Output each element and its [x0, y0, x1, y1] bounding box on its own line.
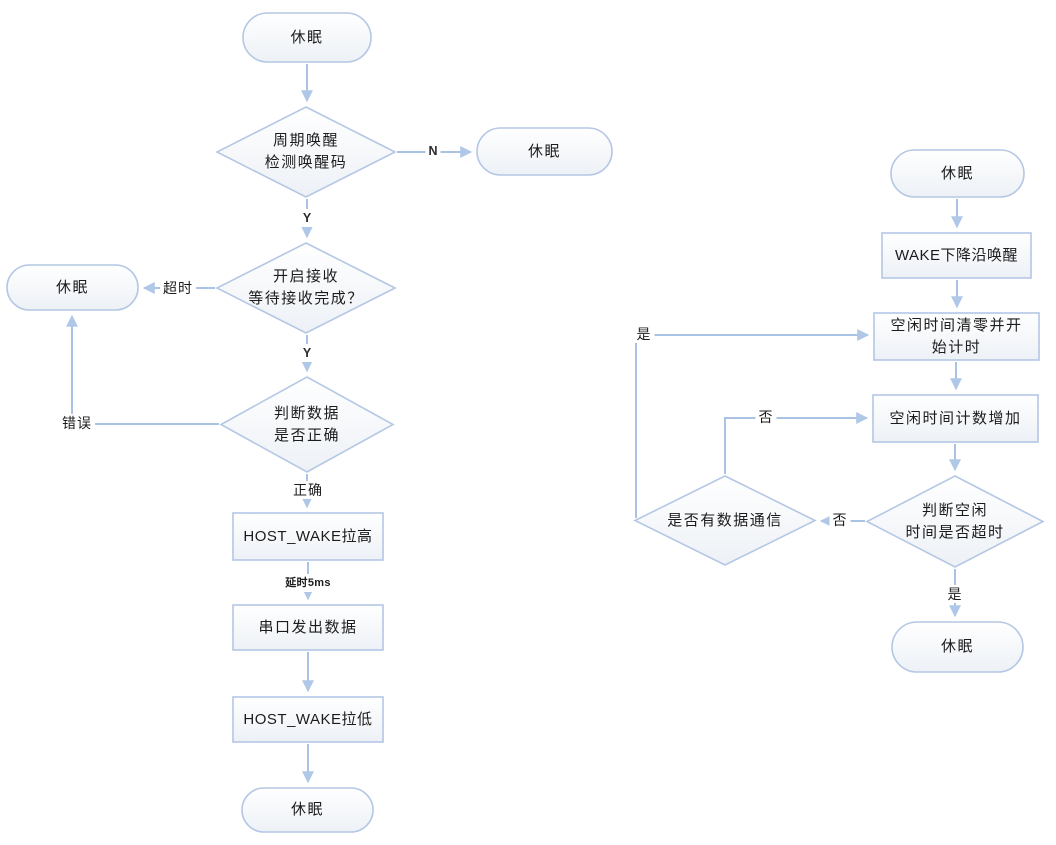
left-sleep-after-timeout-shape [6, 264, 139, 311]
left-decision-receive-shape [215, 242, 397, 334]
right-decision-timeout-shape [865, 475, 1045, 568]
edge-label-correct: 正确 [290, 481, 326, 499]
left-sleep-after-n-shape [476, 127, 613, 176]
edge-label-y1: Y [299, 209, 315, 227]
edge-label-no-2: 否 [755, 408, 777, 426]
left-decision-wake-shape [215, 106, 397, 198]
right-decision-comm-shape [633, 475, 817, 566]
edge-r-comm-no-to-increment [724, 412, 869, 474]
right-end-shape [891, 621, 1024, 673]
edge-label-y2: Y [299, 344, 315, 362]
left-start-shape [242, 12, 372, 63]
right-process-increment-shape [872, 394, 1039, 443]
left-process-uart-shape [232, 604, 384, 651]
edge-label-no-1: 否 [829, 511, 851, 529]
edge-label-error: 错误 [59, 414, 95, 432]
right-start-shape [890, 149, 1025, 198]
edge-label-timeout: 超时 [160, 279, 196, 297]
edge-label-yes-1: 是 [633, 325, 655, 343]
left-process-host-low-shape [232, 696, 384, 743]
left-decision-data-shape [219, 376, 395, 473]
left-end-shape [241, 787, 374, 833]
right-process-reset-shape [873, 312, 1040, 361]
edge-label-delay: 延时5ms [282, 574, 334, 592]
right-process-wake-shape [881, 232, 1032, 279]
edge-label-n: N [425, 142, 441, 160]
edge-data-error-to-sleep [66, 314, 219, 425]
left-process-host-high-shape [232, 512, 384, 561]
edge-label-yes-2: 是 [944, 585, 966, 603]
